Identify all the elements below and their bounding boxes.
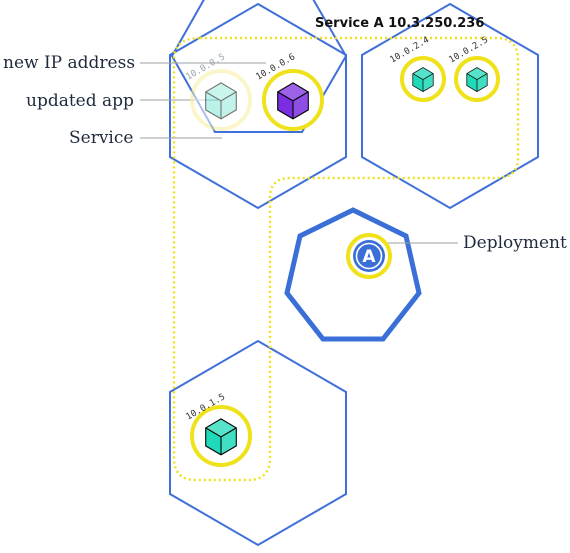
pod-10-0-2-5 xyxy=(454,56,500,102)
pod-10-0-1-5 xyxy=(190,405,252,467)
pod-10-0-2-4 xyxy=(400,56,446,102)
pod-faded xyxy=(190,69,252,131)
deployment-badge-letter: A xyxy=(362,247,376,267)
node-hexagon-1 xyxy=(170,0,348,133)
callout-deployment: Deployment xyxy=(463,233,567,253)
node-hexagon-top-left xyxy=(169,2,347,210)
pod-updated xyxy=(262,69,324,131)
callout-updated-app: updated app xyxy=(26,91,134,111)
service-a-outline xyxy=(172,36,520,482)
callout-service: Service xyxy=(69,128,133,148)
service-title: Service A 10.3.250.236 xyxy=(315,16,484,31)
deployment-heptagon xyxy=(284,207,422,342)
callout-new-ip: new IP address xyxy=(3,53,135,73)
deployment-badge: A xyxy=(346,233,392,279)
node-hexagon-bottom-left xyxy=(169,339,347,547)
node-hexagon-top-right xyxy=(361,2,539,210)
